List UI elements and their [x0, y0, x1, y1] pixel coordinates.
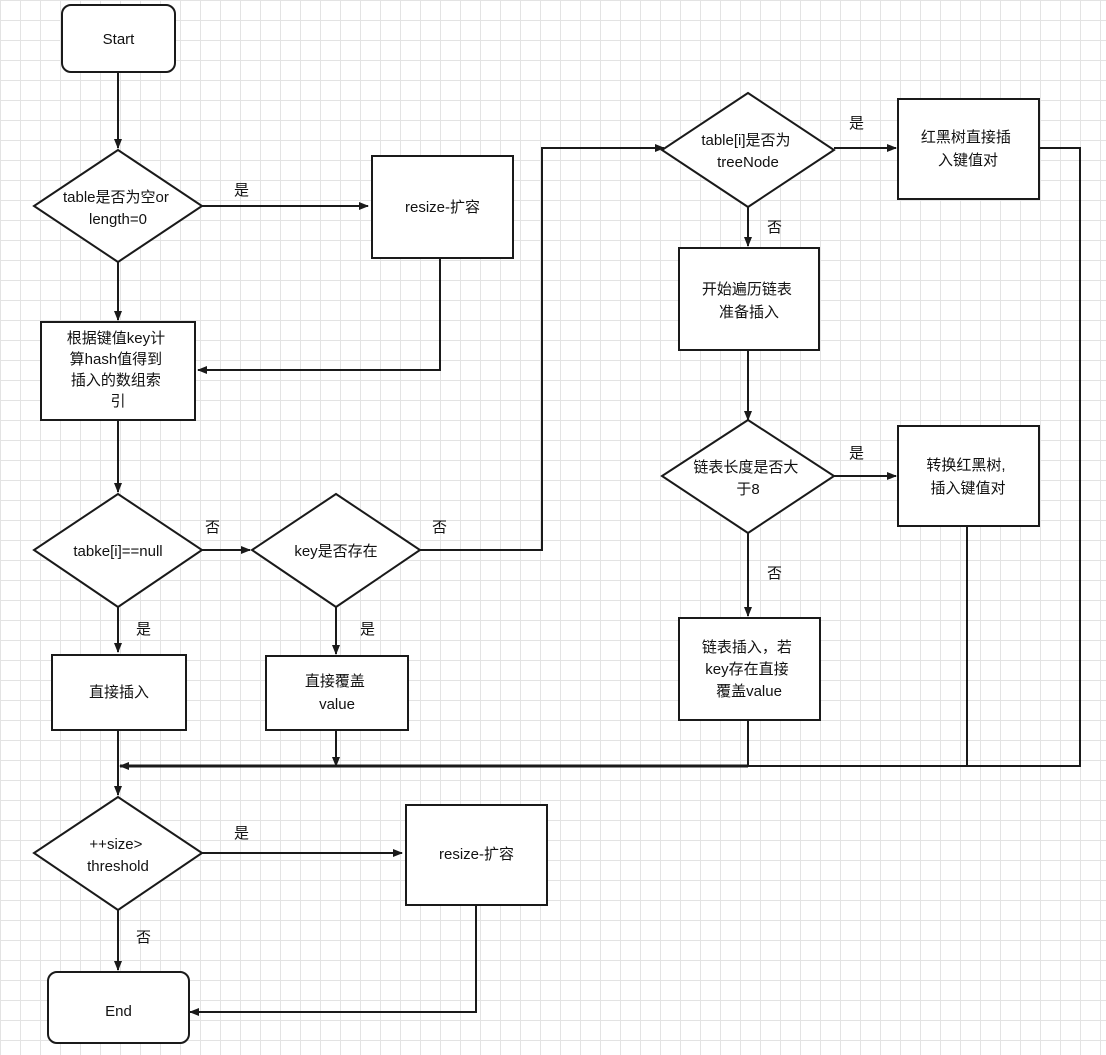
svg-text:链表插入，若 key存在直接 覆盖v: 链表插入，若 key存在直接 覆盖value — [702, 639, 796, 700]
resize-2-label: resize-扩容 — [439, 846, 514, 863]
compute-hash-line-4: 引 — [110, 393, 125, 410]
resize-1-label: resize-扩容 — [405, 199, 480, 216]
check-empty-line-2: length=0 — [89, 211, 147, 228]
start-label: Start — [103, 31, 136, 48]
label-yes: 是 — [234, 182, 249, 199]
direct-override-line-2: value — [319, 696, 355, 713]
end-label: End — [105, 1003, 132, 1020]
label-yes: 是 — [849, 445, 864, 462]
direct-insert-process: 直接插入 — [51, 654, 187, 731]
label-yes: 是 — [360, 621, 375, 638]
svg-text:链表长度是否大 于8: 链表长度是否大 于8 — [693, 459, 802, 498]
svg-text:table是否为空or length=0: table是否为空or length=0 — [63, 189, 173, 228]
label-no: 否 — [432, 519, 447, 536]
list-insert-line-2: key存在直接 — [705, 661, 788, 678]
check-length-decision: 链表长度是否大 于8 — [660, 418, 836, 535]
svg-text:根据键值key计 算hash值得到: 根据键值key计 算hash值得到 插入的数组索 引 — [67, 330, 170, 410]
svg-text:table[i]是否为 treeNode: table[i]是否为 treeNode — [701, 132, 794, 171]
label-no: 否 — [136, 929, 151, 946]
check-threshold-line-1: ++size> — [89, 836, 142, 853]
label-no: 否 — [767, 219, 782, 236]
check-threshold-line-2: threshold — [87, 858, 149, 875]
compute-hash-line-3: 插入的数组索 — [71, 372, 161, 389]
list-insert-process: 链表插入，若 key存在直接 覆盖value — [678, 617, 821, 721]
label-yes: 是 — [234, 825, 249, 842]
svg-text:红黑树直接插 入键值对: 红黑树直接插 入键值对 — [921, 129, 1015, 169]
compute-hash-process: 根据键值key计 算hash值得到 插入的数组索 引 — [40, 321, 196, 421]
edge-resize2-to-end — [189, 905, 477, 1016]
svg-text:++size> threshold: ++size> threshold — [87, 836, 149, 875]
edge-key-exists-no — [420, 144, 665, 551]
label-no: 否 — [205, 519, 220, 536]
check-length-line-2: 于8 — [736, 481, 759, 498]
svg-text:开始遍历链表 准备插入: 开始遍历链表 准备插入 — [702, 281, 796, 321]
check-null-label: tabke[i]==null — [73, 543, 162, 560]
check-treenode-line-1: table[i]是否为 — [701, 132, 790, 149]
check-treenode-line-2: treeNode — [717, 154, 779, 171]
start-node: Start — [61, 4, 176, 73]
edge-resize1-to-hash — [197, 258, 441, 374]
resize-1-process: resize-扩容 — [371, 155, 514, 259]
check-length-line-1: 链表长度是否大 — [693, 459, 798, 476]
rbtree-insert-process: 红黑树直接插 入键值对 — [897, 98, 1040, 200]
label-no: 否 — [767, 565, 782, 582]
check-empty-line-1: table是否为空or — [63, 189, 169, 206]
traverse-list-line-2: 准备插入 — [719, 304, 779, 321]
traverse-list-process: 开始遍历链表 准备插入 — [678, 247, 820, 351]
label-yes: 是 — [849, 115, 864, 132]
end-node: End — [47, 971, 190, 1044]
resize-2-process: resize-扩容 — [405, 804, 548, 906]
key-exists-decision: key是否存在 — [250, 492, 422, 609]
convert-rbtree-process: 转换红黑树, 插入键值对 — [897, 425, 1040, 527]
compute-hash-line-2: 算hash值得到 — [70, 350, 163, 368]
check-treenode-decision: table[i]是否为 treeNode — [660, 91, 836, 209]
compute-hash-line-1: 根据键值key计 — [67, 330, 165, 347]
svg-text:直接覆盖 value: 直接覆盖 value — [305, 673, 369, 713]
list-insert-line-1: 链表插入，若 — [702, 639, 792, 656]
edges — [114, 72, 1081, 1016]
traverse-list-line-1: 开始遍历链表 — [702, 281, 792, 298]
edge-rbtree-return — [748, 147, 1081, 767]
rbtree-insert-line-1: 红黑树直接插 — [921, 129, 1011, 146]
key-exists-label: key是否存在 — [294, 543, 377, 560]
direct-override-process: 直接覆盖 value — [265, 655, 409, 731]
convert-rbtree-line-2: 插入键值对 — [930, 480, 1005, 497]
direct-insert-label: 直接插入 — [89, 684, 149, 701]
direct-override-line-1: 直接覆盖 — [305, 673, 365, 690]
convert-rbtree-line-1: 转换红黑树, — [926, 457, 1005, 474]
rbtree-insert-line-2: 入键值对 — [938, 152, 998, 169]
svg-text:转换红黑树, 插入键值对: 转换红黑树, 插入键值对 — [926, 457, 1009, 497]
edge-labels: 是 否 是 否 是 是 否 是 否 是 否 — [136, 115, 864, 946]
check-threshold-decision: ++size> threshold — [32, 795, 204, 912]
label-yes: 是 — [136, 621, 151, 638]
check-empty-decision: table是否为空or length=0 — [32, 148, 204, 264]
list-insert-line-3: 覆盖value — [716, 683, 782, 700]
check-null-decision: tabke[i]==null — [32, 492, 204, 609]
